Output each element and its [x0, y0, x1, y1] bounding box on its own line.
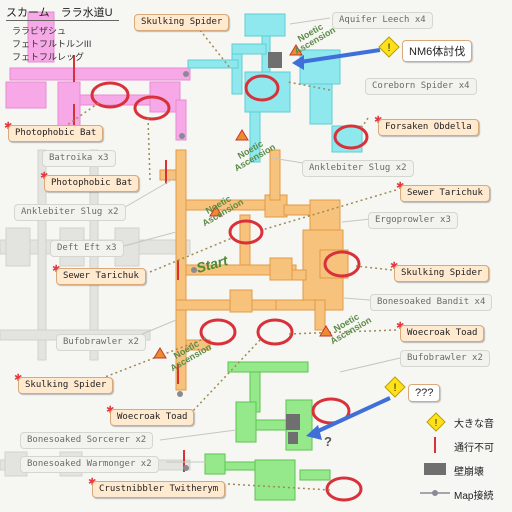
- ascension-markers: [153, 44, 333, 359]
- svg-text:!: !: [393, 382, 396, 394]
- mob-anklebiter-slug-right: Anklebiter Slug x2: [302, 160, 414, 177]
- nm-crustnibbler: Crustnibbler Twitherym: [92, 481, 226, 498]
- map-links: [177, 71, 197, 471]
- map-legend: ! 大きな音 通行不可 壁崩壊 Map接続: [414, 404, 510, 510]
- legend-collapse: 壁崩壊: [414, 460, 510, 478]
- blue-arrows: [292, 48, 391, 440]
- svg-text:!: !: [435, 418, 438, 429]
- legend-impassable: 通行不可: [414, 436, 510, 454]
- warning-icon: !: [426, 412, 446, 432]
- mob-deft-eft: Deft Eft x3: [50, 240, 124, 257]
- cyan-floors: [187, 13, 363, 163]
- legend-map-link: Map接続: [414, 484, 510, 502]
- nm-photophobic-bat-2: Photophobic Bat: [44, 175, 140, 192]
- collapse-walls: [268, 52, 300, 444]
- mob-bonesoaked-sorcerer: Bonesoaked Sorcerer x2: [20, 432, 154, 449]
- nm-sewer-tarichuk-left: Sewer Tarichuk: [56, 268, 146, 285]
- gray-floors: [0, 149, 191, 477]
- mob-anklebiter-slug-left: Anklebiter Slug x2: [14, 204, 126, 221]
- map-subtitle-3: フェトフルレッグ: [12, 52, 85, 62]
- unknown-question-mark: ?: [324, 434, 332, 449]
- mob-bonesoaked-warmonger: Bonesoaked Warmonger x2: [20, 456, 159, 473]
- nm-woecroak-left: Woecroak Toad: [110, 409, 195, 426]
- mob-bonesoaked-bandit: Bonesoaked Bandit x4: [370, 294, 493, 311]
- mob-bufobrawler-left: Bufobrawler x2: [56, 334, 146, 351]
- mob-ergoprowler: Ergoprowler x3: [368, 212, 458, 229]
- nm-sewer-tarichuk-right: Sewer Tarichuk: [400, 185, 490, 202]
- nm-skulking-spider-top: Skulking Spider: [134, 14, 230, 31]
- map-subtitle-2: フェトフルトルンIII: [12, 39, 92, 49]
- orange-floors: [159, 149, 349, 391]
- map-title: スカーム ララ水道U: [6, 4, 119, 21]
- impassable-markers: [73, 55, 185, 472]
- map-link-icon: [420, 490, 450, 496]
- mob-bufobrawler-right: Bufobrawler x2: [400, 350, 490, 367]
- svg-text:!: !: [387, 42, 390, 54]
- nm-skulking-spider-mid: Skulking Spider: [394, 265, 490, 282]
- unknown-notice: ???: [408, 384, 441, 402]
- warning-icon: !: [384, 376, 406, 398]
- impassable-line-icon: [434, 437, 436, 453]
- legend-loud-sound: ! 大きな音: [414, 412, 510, 432]
- mob-batroika: Batroika x3: [42, 150, 116, 167]
- nm-skulking-spider-bottom: Skulking Spider: [18, 377, 114, 394]
- map-title-block: スカーム ララ水道U ララビザシュ フェトフルトルンIII フェトフルレッグ: [2, 2, 130, 62]
- mob-aquifer-leech: Aquifer Leech x4: [332, 12, 433, 29]
- nm-woecroak-right: Woecroak Toad: [400, 325, 485, 342]
- mob-coreborn-spider: Coreborn Spider x4: [365, 78, 477, 95]
- warning-icon: !: [378, 36, 400, 58]
- nm-forsaken-obdella: Forsaken Obdella: [378, 119, 479, 136]
- collapse-wall-icon: [424, 463, 446, 475]
- green-floors: [204, 361, 331, 501]
- leader-lines: [59, 29, 397, 491]
- nm-photophobic-bat-1: Photophobic Bat: [8, 125, 104, 142]
- map-subtitle-1: ララビザシュ: [12, 26, 67, 36]
- nm6-notice: NM6体討伐: [402, 40, 473, 62]
